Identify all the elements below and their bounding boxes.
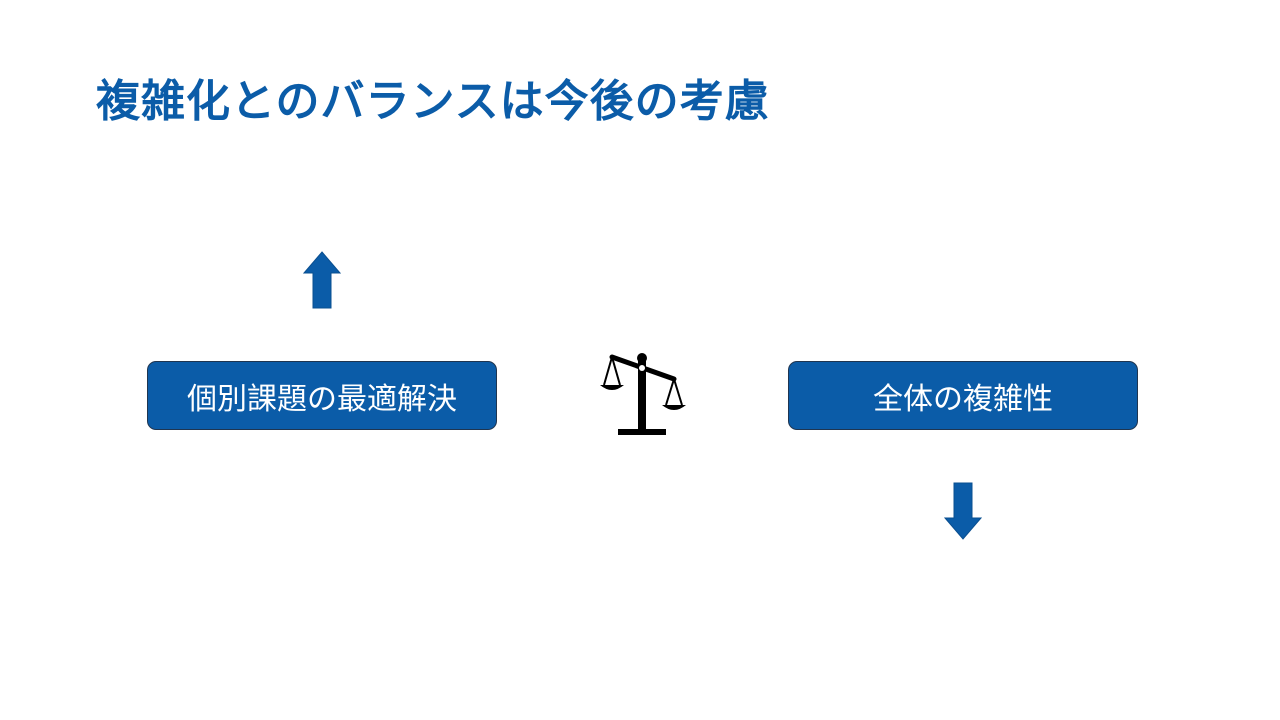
arrow-up-icon bbox=[303, 251, 341, 309]
balance-scale-icon bbox=[600, 353, 686, 435]
individual-optimization-label: 個別課題の最適解決 bbox=[187, 381, 457, 417]
arrow-down-icon bbox=[944, 482, 982, 540]
overall-complexity-label: 全体の複雑性 bbox=[873, 381, 1053, 417]
slide-title: 複雑化とのバランスは今後の考慮 bbox=[96, 76, 770, 127]
individual-optimization-box: 個別課題の最適解決 bbox=[147, 361, 497, 430]
overall-complexity-box: 全体の複雑性 bbox=[788, 361, 1138, 430]
